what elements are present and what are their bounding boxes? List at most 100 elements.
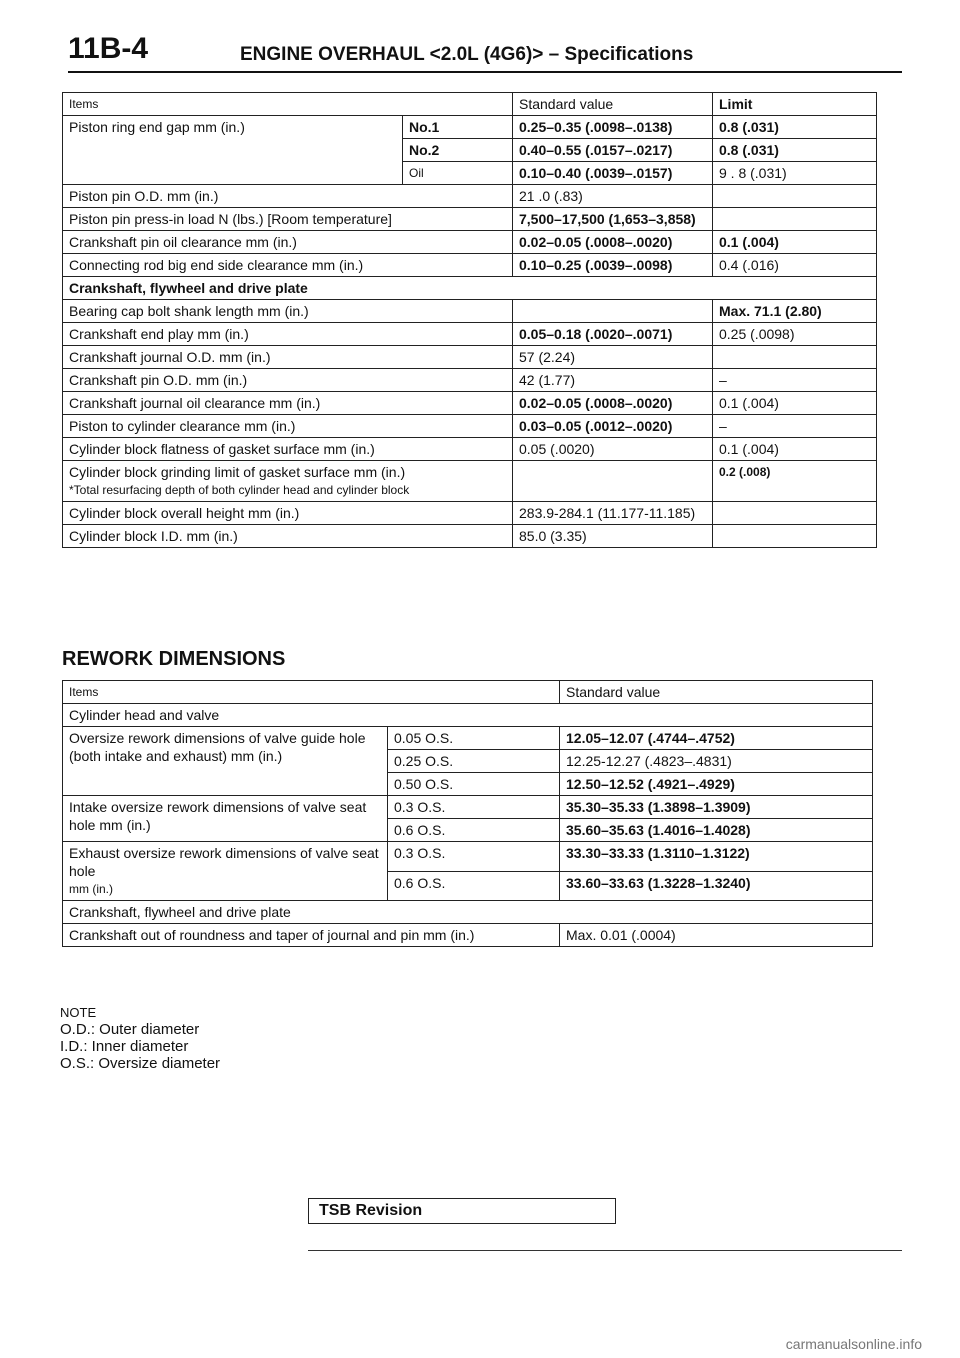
row-limit [712,207,877,231]
page-number: 11B-4 [68,32,149,65]
row-standard: 0.10–0.25 (.0039–.0098) [512,253,713,277]
col-standard-header: Standard value [559,680,873,704]
row-oversize: 0.05 O.S. [387,726,560,750]
row-item [62,161,403,185]
row-limit [712,501,877,525]
row-value: 12.50–12.52 (.4921–.4929) [559,772,873,796]
row-standard: 0.02–0.05 (.0008–.0020) [512,230,713,254]
header-rule [68,71,902,73]
row-item: Cylinder block grinding limit of gasket … [62,460,513,502]
page-header: 11B-4 ENGINE OVERHAUL <2.0L (4G6)> – Spe… [68,32,902,74]
row-limit: 0.2 (.008) [712,460,877,502]
row-limit [712,184,877,208]
table-row: Cylinder block I.D. mm (in.) 85.0 (3.35) [62,524,877,548]
row-limit: 0.8 (.031) [712,138,877,162]
col-items-header: Items [62,680,560,704]
row-item: Crankshaft pin O.D. mm (in.) [62,368,513,392]
row-item-unit: mm (in.) [69,882,113,896]
row-item: Piston pin O.D. mm (in.) [62,184,513,208]
table-row: Cylinder block overall height mm (in.) 2… [62,501,877,525]
row-item: Cylinder block flatness of gasket surfac… [62,437,513,461]
row-item: Cylinder block overall height mm (in.) [62,501,513,525]
row-item: Piston pin press-in load N (lbs.) [Room … [62,207,513,231]
table-row: Crankshaft journal O.D. mm (in.) 57 (2.2… [62,345,877,369]
row-item: Crankshaft pin oil clearance mm (in.) [62,230,513,254]
row-value: 35.60–35.63 (1.4016–1.4028) [559,818,873,842]
rework-dimensions-title: REWORK DIMENSIONS [62,648,286,670]
table-row: Crankshaft out of roundness and taper of… [62,923,873,947]
table-row: Oversize rework dimensions of valve guid… [62,726,873,796]
row-standard: 0.02–0.05 (.0008–.0020) [512,391,713,415]
note-label: NOTE [60,1005,97,1020]
row-oversize: 0.50 O.S. [387,772,560,796]
row-standard: 0.03–0.05 (.0012–.0020) [512,414,713,438]
table-row: 0.6 O.S. 33.60–33.63 (1.3228–1.3240) [63,870,873,901]
row-item: Cylinder block I.D. mm (in.) [62,524,513,548]
col-standard-header: Standard value [512,92,713,116]
row-item [62,138,403,162]
specifications-table: Items Standard value Limit Piston ring e… [62,92,877,548]
row-oversize: 0.3 O.S. [387,795,560,819]
row-limit: 0.1 (.004) [712,437,877,461]
row-standard: 0.25–0.35 (.0098–.0138) [512,115,713,139]
table-row: Oil 0.10–0.40 (.0039–.0157) 9 . 8 (.031) [62,161,877,185]
note-line: O.D.: Outer diameter [60,1021,200,1038]
row-item: Crankshaft out of roundness and taper of… [62,923,560,947]
row-standard: 42 (1.77) [512,368,713,392]
row-oversize: 0.3 O.S. [387,841,560,872]
row-value: 12.05–12.07 (.4744–.4752) [559,726,873,750]
row-item: Piston to cylinder clearance mm (in.) [62,414,513,438]
row-item-note: *Total resurfacing depth of both cylinde… [69,483,410,497]
note-block: NOTE O.D.: Outer diameter I.D.: Inner di… [60,1004,220,1072]
row-item-text: Exhaust oversize rework dimensions of va… [69,845,379,879]
table-row: No.2 0.40–0.55 (.0157–.0217) 0.8 (.031) [62,138,877,162]
table-row: Piston pin O.D. mm (in.) 21 .0 (.83) [62,184,877,208]
table-row: Piston to cylinder clearance mm (in.) 0.… [62,414,877,438]
row-item: Oversize rework dimensions of valve guid… [62,726,388,796]
row-sub: No.2 [402,138,513,162]
row-oversize: 0.25 O.S. [387,749,560,773]
section-heading: Cylinder head and valve [62,703,873,727]
row-limit: 9 . 8 (.031) [712,161,877,185]
row-limit: 0.4 (.016) [712,253,877,277]
table-row: Exhaust oversize rework dimensions of va… [62,841,873,901]
row-limit: – [712,368,877,392]
section-row: Crankshaft, flywheel and drive plate [62,276,877,300]
row-item: Crankshaft journal oil clearance mm (in.… [62,391,513,415]
row-value: 35.30–35.33 (1.3898–1.3909) [559,795,873,819]
col-items-header: Items [62,92,513,116]
table-row: Crankshaft pin oil clearance mm (in.) 0.… [62,230,877,254]
footer-rule [308,1250,902,1251]
tsb-revision-box: TSB Revision [308,1198,616,1224]
table-row: Crankshaft journal oil clearance mm (in.… [62,391,877,415]
row-item: Exhaust oversize rework dimensions of va… [62,841,388,901]
page-title: ENGINE OVERHAUL <2.0L (4G6)> – Specifica… [240,44,694,65]
table-row: Cylinder block flatness of gasket surfac… [62,437,877,461]
row-limit: 0.1 (.004) [712,230,877,254]
row-standard: 85.0 (3.35) [512,524,713,548]
watermark: carmanualsonline.info [785,1336,922,1352]
note-line: I.D.: Inner diameter [60,1038,189,1055]
table-row: 0.50 O.S. 12.50–12.52 (.4921–.4929) [63,772,873,796]
row-item-text: Cylinder block grinding limit of gasket … [69,464,406,480]
row-limit: – [712,414,877,438]
row-standard: 0.10–0.40 (.0039–.0157) [512,161,713,185]
row-standard: 7,500–17,500 (1,653–3,858) [512,207,713,231]
row-limit: 0.25 (.0098) [712,322,877,346]
row-value: Max. 0.01 (.0004) [559,923,873,947]
row-item: Crankshaft end play mm (in.) [62,322,513,346]
table-row: Connecting rod big end side clearance mm… [62,253,877,277]
note-line: O.S.: Oversize diameter [60,1055,221,1072]
table-header-row: Items Standard value Limit [62,92,877,116]
row-standard: 283.9-284.1 (11.177-11.185) [512,501,713,525]
row-limit: Max. 71.1 (2.80) [712,299,877,323]
row-standard: 21 .0 (.83) [512,184,713,208]
row-limit: 0.8 (.031) [712,115,877,139]
row-item: Intake oversize rework dimensions of val… [62,795,388,842]
table-header-row: Items Standard value [62,680,873,704]
row-oversize: 0.6 O.S. [387,870,560,901]
row-oversize: 0.6 O.S. [387,818,560,842]
table-row: Bearing cap bolt shank length mm (in.) M… [62,299,877,323]
row-item: Bearing cap bolt shank length mm (in.) [62,299,513,323]
table-row: Piston ring end gap mm (in.) No.1 0.25–0… [62,115,877,139]
